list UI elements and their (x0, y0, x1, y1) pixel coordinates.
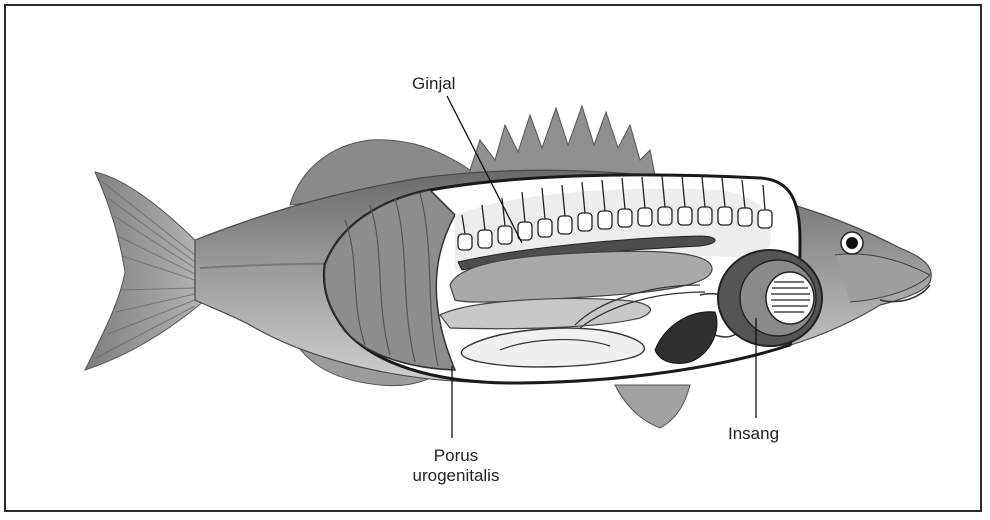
gills (718, 250, 822, 346)
label-ginjal: Ginjal (412, 74, 455, 94)
label-porus-line1: Porus (400, 446, 512, 466)
label-insang: Insang (728, 424, 779, 444)
label-porus-urogenitalis: Porus urogenitalis (400, 446, 512, 486)
tail-fin (85, 172, 205, 370)
label-porus-line2: urogenitalis (400, 466, 512, 486)
